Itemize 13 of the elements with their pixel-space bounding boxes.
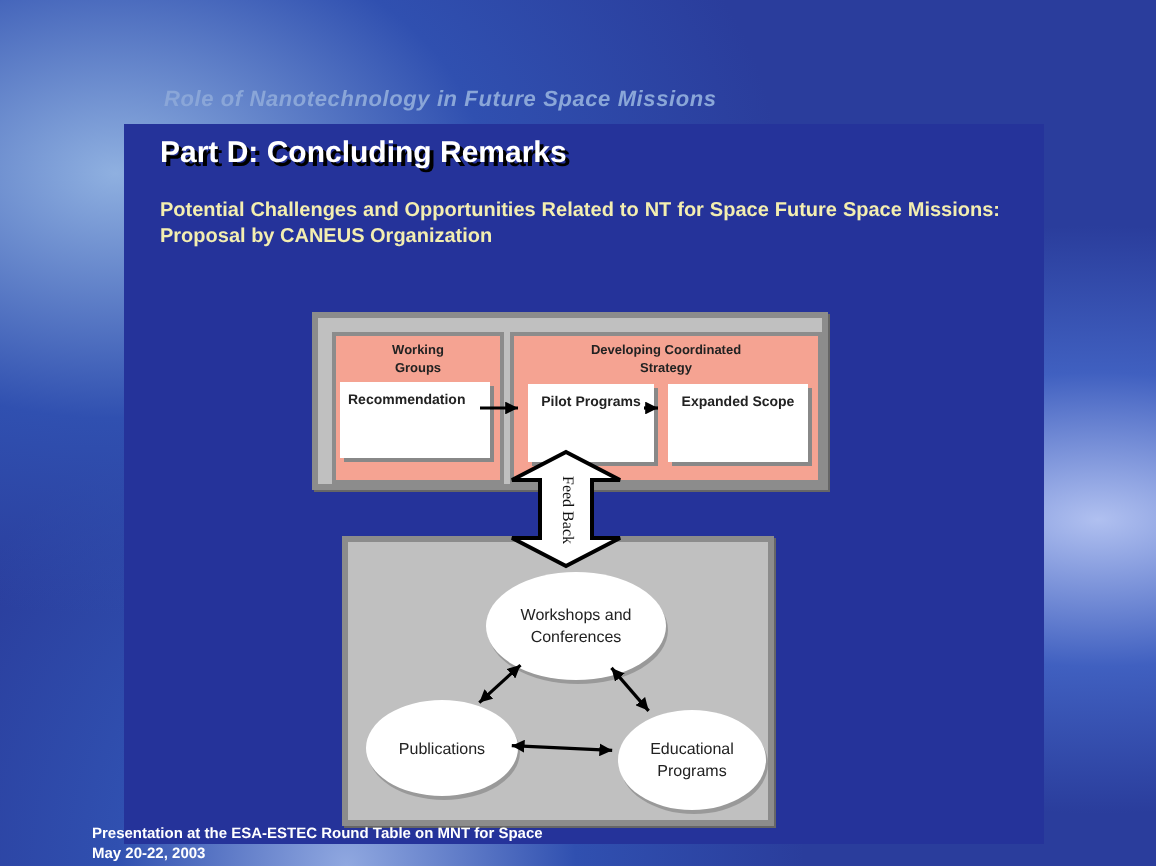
slide-title: Part D: Concluding Remarks	[160, 136, 567, 170]
arrow	[480, 401, 518, 415]
topic-ellipse: Educational Programs	[618, 710, 766, 810]
subtitle: Potential Challenges and Opportunities Related to NT for Space Future Space Missions: Proposal by CANEUS Organization	[160, 198, 1000, 250]
arrow	[511, 739, 613, 757]
arrow	[644, 401, 658, 415]
feedback-block-arrow	[510, 449, 622, 569]
category-panel	[332, 332, 504, 484]
topic-ellipse: Workshops and Conferences	[486, 572, 666, 680]
arrow	[478, 663, 522, 704]
topic-ellipse: Publications	[366, 700, 518, 796]
arrow	[610, 666, 650, 712]
edge-label: Feed Back	[559, 475, 577, 543]
